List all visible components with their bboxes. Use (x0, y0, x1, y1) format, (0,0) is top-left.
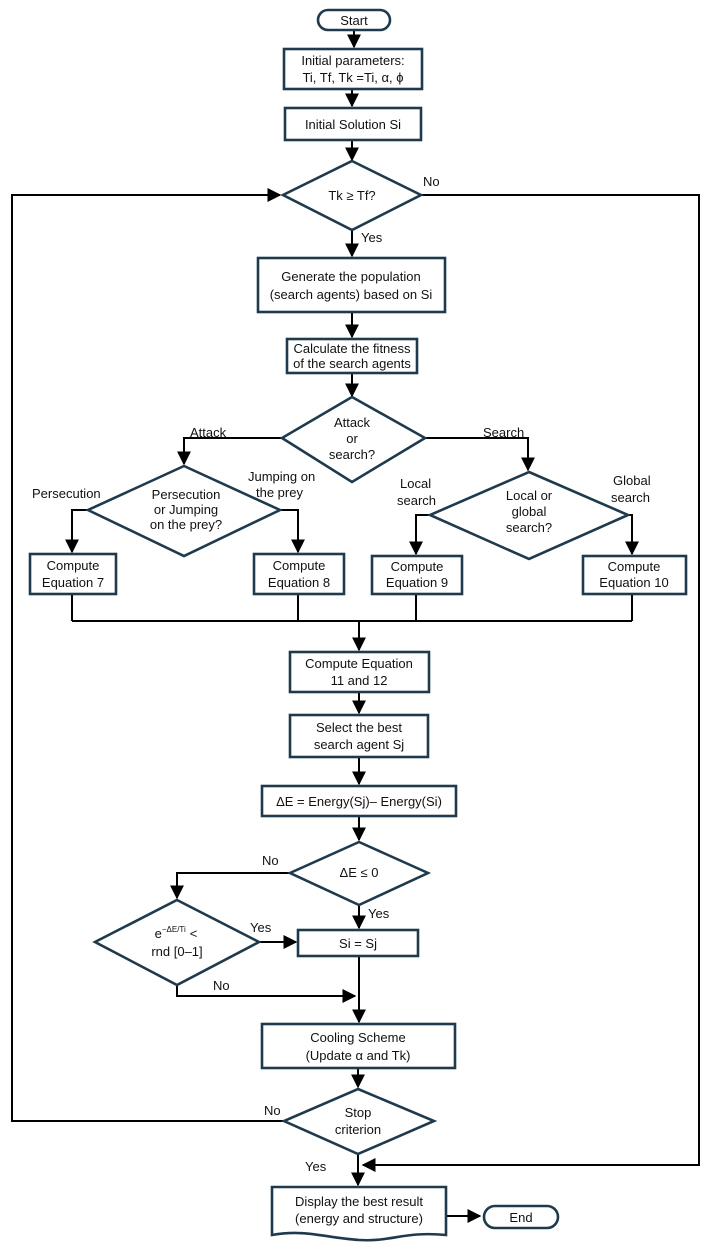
si-equals-sj-box: Si = Sj (296, 928, 420, 958)
decision-attack-line3: search? (329, 447, 375, 462)
initial-solution-box: Initial Solution Si (283, 106, 423, 142)
label-jumping-line1: Jumping on (248, 469, 315, 484)
initial-parameters-line2: Ti, Tf, Tk =Ti, α, ϕ (302, 70, 403, 85)
compute-equation-8-line1: Compute (273, 558, 326, 573)
decision-persecution-line3: on the prey? (150, 517, 222, 532)
cooling-scheme-box: Cooling Scheme (Update α and Tk) (260, 1022, 457, 1070)
decision-delta-e-label: ΔE ≤ 0 (340, 865, 379, 880)
calculate-fitness-line2: of the search agents (293, 356, 411, 371)
decision-exp-superscript: −ΔE/Ti (162, 925, 186, 934)
compute-equation-10-box: Compute Equation 10 (581, 554, 688, 596)
label-tk-no: No (423, 174, 440, 189)
decision-tk-tf-label: Tk ≥ Tf? (328, 188, 375, 203)
display-result-line1: Display the best result (295, 1194, 423, 1209)
decision-attack-line1: Attack (334, 415, 371, 430)
generate-population-line1: Generate the population (281, 269, 421, 284)
compute-equation-10-line1: Compute (608, 559, 661, 574)
si-equals-sj-label: Si = Sj (339, 936, 377, 951)
generate-population-box: Generate the population (search agents) … (256, 256, 447, 314)
arrow-local (409, 514, 430, 556)
arrow-global (625, 514, 639, 556)
arrow-tk-no-display (361, 194, 700, 1172)
arrow-persecution (65, 509, 88, 554)
initial-parameters-line1: Initial parameters: (301, 53, 404, 68)
decision-exp-line1: e−ΔE/Ti < (155, 925, 198, 941)
start-node: Start (316, 8, 392, 32)
arrow-exp-no (176, 985, 357, 1003)
decision-local-line3: search? (506, 520, 552, 535)
label-attack: Attack (190, 425, 227, 440)
label-global-line1: Global (613, 473, 651, 488)
decision-stop-line2: criterion (335, 1122, 381, 1137)
compute-equation-7-box: Compute Equation 7 (28, 552, 118, 596)
display-result-line2: (energy and structure) (295, 1211, 423, 1226)
decision-exp-base: e (155, 926, 162, 941)
compute-equation-11-12-box: Compute Equation 11 and 12 (288, 650, 431, 694)
arrow-delta-no (170, 872, 290, 900)
calculate-fitness-box: Calculate the fitness of the search agen… (285, 337, 419, 375)
compute-equation-10-line2: Equation 10 (599, 575, 668, 590)
compute-equation-9-line1: Compute (391, 559, 444, 574)
display-result-box: Display the best result (energy and stru… (270, 1185, 448, 1242)
delta-energy-box: ΔE = Energy(Sj)– Energy(Si) (260, 784, 458, 818)
compute-equation-9-box: Compute Equation 9 (370, 554, 464, 596)
label-delta-yes: Yes (368, 906, 390, 921)
arrow-attack-branch (177, 437, 282, 466)
decision-persecution-jumping: Persecution or Jumping on the prey? (84, 464, 284, 558)
end-label: End (509, 1210, 532, 1225)
compute-equation-8-line2: Equation 8 (268, 575, 330, 590)
generate-population-line2: (search agents) based on Si (270, 287, 433, 302)
label-exp-yes: Yes (250, 920, 272, 935)
decision-attack-line2: or (346, 431, 358, 446)
compute-equation-11-line1: Compute Equation (305, 656, 413, 671)
edge-labels: No Yes Attack Search Persecution Jumping… (32, 174, 651, 1174)
label-stop-yes: Yes (305, 1159, 327, 1174)
compute-equation-11-line2: 11 and 12 (331, 673, 388, 688)
arrow-jumping (280, 509, 305, 554)
initial-solution-label: Initial Solution Si (305, 117, 401, 132)
decision-delta-e: ΔE ≤ 0 (286, 840, 432, 907)
cooling-scheme-line2: (Update α and Tk) (306, 1048, 411, 1063)
decision-exp-line2: rnd [0–1] (151, 944, 202, 959)
compute-equation-8-box: Compute Equation 8 (252, 552, 346, 596)
compute-equation-7-line2: Equation 7 (42, 575, 104, 590)
compute-equation-7-line1: Compute (47, 558, 100, 573)
decision-exp-rnd: e−ΔE/Ti < rnd [0–1] (92, 898, 262, 987)
arrow-stop-no-loop (11, 188, 284, 1122)
label-local-line2: search (397, 493, 436, 508)
start-label: Start (340, 13, 368, 28)
initial-parameters-box: Initial parameters: Ti, Tf, Tk =Ti, α, ϕ (282, 47, 424, 91)
label-persecution: Persecution (32, 486, 101, 501)
label-tk-yes: Yes (361, 230, 383, 245)
label-exp-no: No (213, 978, 230, 993)
decision-stop-criterion: Stop criterion (280, 1087, 438, 1156)
label-search: Search (483, 425, 524, 440)
decision-tk-tf: Tk ≥ Tf? (280, 159, 424, 232)
arrow-search-branch (425, 437, 535, 472)
label-jumping-line2: the prey (256, 485, 303, 500)
decision-exp-lessthan: < (190, 926, 198, 941)
label-local-line1: Local (400, 476, 431, 491)
decision-stop-line1: Stop (345, 1105, 372, 1120)
decision-local-line1: Local or (506, 488, 553, 503)
cooling-scheme-line1: Cooling Scheme (310, 1030, 405, 1045)
decision-persecution-line1: Persecution (152, 487, 221, 502)
decision-local-global: Local or global search? (426, 470, 632, 561)
label-delta-no: No (262, 853, 279, 868)
decision-local-line2: global (512, 504, 547, 519)
decision-attack-search: Attack or search? (279, 395, 428, 484)
label-stop-no: No (264, 1103, 281, 1118)
compute-equation-9-line2: Equation 9 (386, 575, 448, 590)
delta-energy-label: ΔE = Energy(Sj)– Energy(Si) (276, 794, 442, 809)
end-node: End (482, 1204, 560, 1230)
select-best-line2: search agent Sj (314, 737, 404, 752)
label-global-line2: search (611, 490, 650, 505)
decision-persecution-line2: or Jumping (154, 502, 218, 517)
calculate-fitness-line1: Calculate the fitness (293, 341, 411, 356)
select-best-agent-box: Select the best search agent Sj (288, 713, 430, 759)
select-best-line1: Select the best (316, 720, 402, 735)
